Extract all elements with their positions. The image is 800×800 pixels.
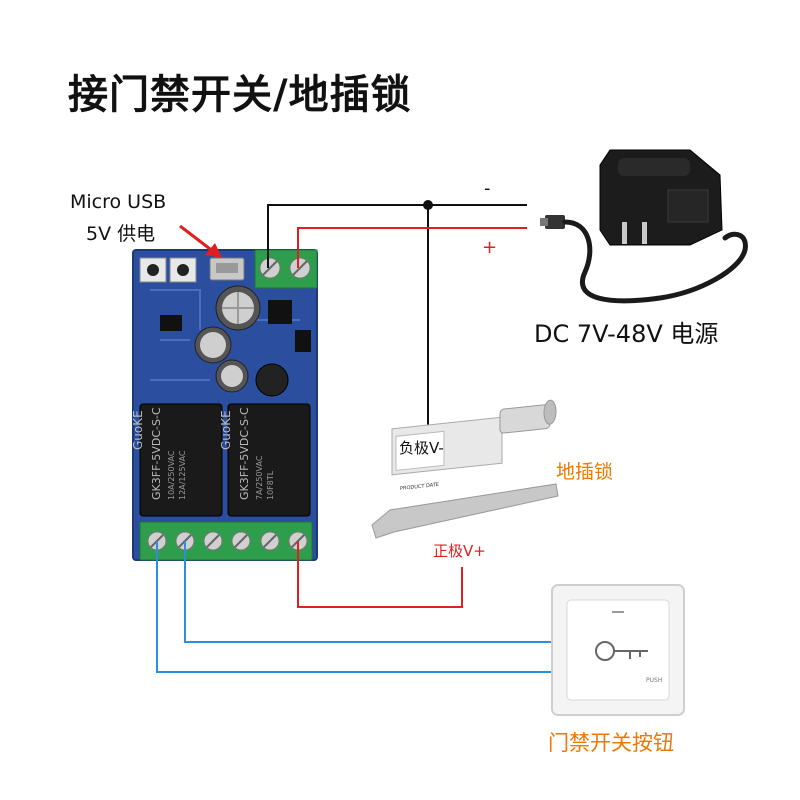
usb-arrow — [179, 224, 222, 258]
capacitor-1 — [215, 285, 261, 331]
switch-wire-1 — [184, 541, 567, 643]
junction-dot — [423, 200, 433, 210]
relay-2-brand: GuoKE — [219, 410, 233, 450]
bottom-terminal-block — [139, 521, 313, 561]
push-button-1 — [139, 257, 167, 283]
relay-1-rating2: 12A/125VAC — [178, 450, 187, 500]
lock-positive-label: 正极V+ — [433, 542, 486, 560]
lock-negative-label: 负极V- — [399, 439, 444, 457]
relay-1-model: GK3FF-5VDC-S-C — [150, 407, 163, 500]
negative-wire — [267, 204, 527, 268]
capacitor-2 — [194, 326, 232, 364]
relay-board: GK3FF-5VDC-S-C 10A/250VAC 12A/125VAC Guo… — [131, 249, 318, 561]
chip-1 — [268, 300, 292, 324]
relay-1: GK3FF-5VDC-S-C 10A/250VAC 12A/125VAC Guo… — [131, 403, 223, 517]
usb-label-line1: Micro USB — [70, 191, 166, 213]
relay-1-rating1: 10A/250VAC — [167, 450, 176, 500]
relay-1-brand: GuoKE — [131, 410, 145, 450]
chip-2 — [160, 315, 182, 331]
positive-wire — [297, 227, 527, 268]
chip-3 — [295, 330, 311, 352]
floor-lock: PRODUCT DATE — [371, 399, 559, 539]
power-adapter — [540, 149, 748, 304]
switch-label: 门禁开关按钮 — [548, 731, 674, 755]
switch-wire-2 — [156, 541, 567, 673]
inductor — [255, 363, 289, 397]
exit-switch: PUSH — [551, 584, 685, 716]
push-label: PUSH — [646, 677, 662, 684]
relay-2-rating3: 7A/250VAC — [255, 455, 264, 500]
dc-plug — [545, 215, 565, 229]
relay-2-model: GK3FF-5VDC-S-C — [238, 407, 251, 500]
page-title: 接门禁开关/地插锁 — [68, 72, 412, 118]
usb-label-line2: 5V 供电 — [86, 223, 155, 245]
lock-plate-text: PRODUCT DATE — [400, 482, 439, 492]
lock-positive-wire — [297, 541, 463, 608]
power-label: DC 7V-48V 电源 — [534, 320, 718, 348]
positive-sign: + — [482, 237, 497, 258]
relay-2: GK3FF-5VDC-S-C 7A/250VAC 10F8TL GuoKE — [219, 403, 311, 517]
key-icon — [595, 641, 648, 661]
relay-2-rating4: 10F8TL — [266, 470, 275, 500]
negative-sign: - — [484, 178, 491, 199]
capacitor-3 — [215, 359, 249, 393]
top-terminal-block — [254, 249, 318, 289]
lock-name-label: 地插锁 — [556, 461, 613, 483]
